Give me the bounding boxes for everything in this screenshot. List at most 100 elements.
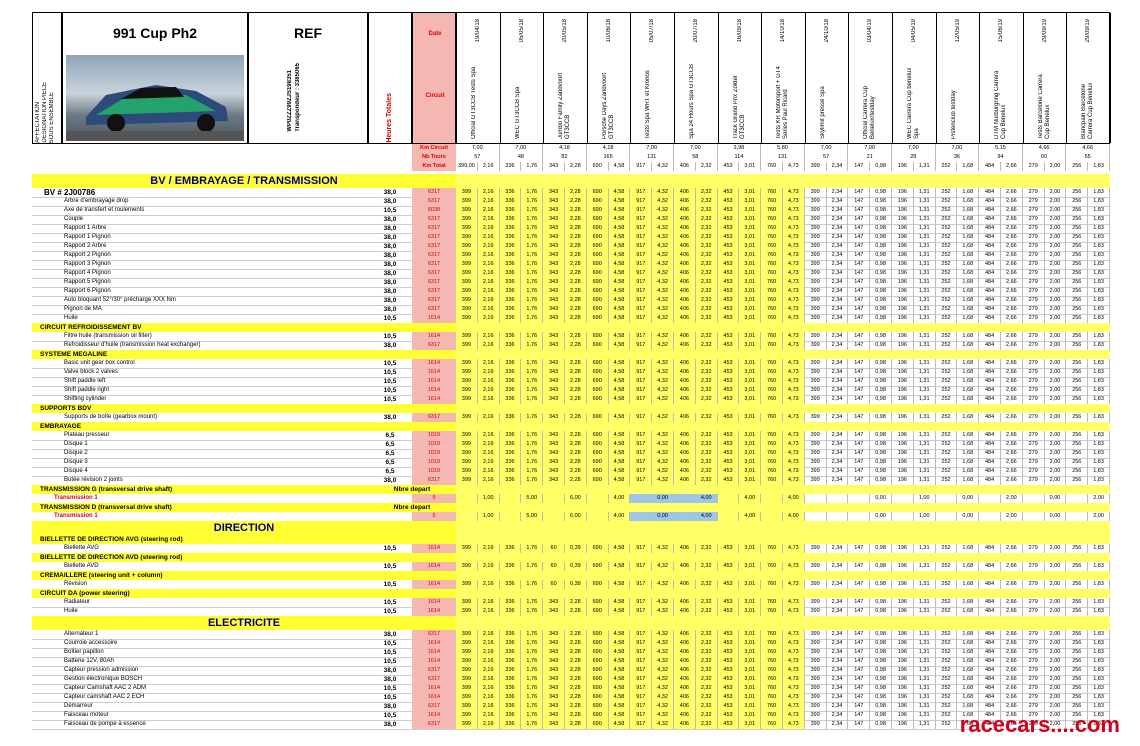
value-cell: 399: [805, 162, 827, 171]
value-cell: 406: [674, 544, 696, 553]
event-date: 15/06/19: [998, 19, 1005, 43]
value-cell: 484: [979, 440, 1001, 449]
value-cell: 1,68: [957, 607, 980, 616]
value-cell: 196: [892, 395, 914, 404]
value-cell: 196: [892, 562, 914, 571]
value-cell: 1,83: [1088, 162, 1110, 171]
value-cell: 343: [543, 341, 565, 350]
value-cell: 4,58: [608, 544, 631, 553]
value-cell: 4,58: [608, 711, 631, 720]
value-cell: 917: [630, 630, 653, 639]
hours-value: 38,0: [383, 243, 397, 250]
value-cell: 484: [979, 458, 1001, 467]
value-cell: 760: [761, 251, 783, 260]
value-cell: [674, 512, 696, 521]
value-cell: 336: [499, 675, 522, 684]
value-cell: 2,28: [565, 702, 587, 711]
value-cell: 343: [543, 607, 565, 616]
value-cell: 279: [1023, 188, 1045, 197]
hours-value: 38,0: [383, 270, 397, 277]
table-row: Filtre huile (transmission oil filter)10…: [32, 332, 1110, 342]
value-cell: 399: [456, 607, 478, 616]
value-cell: 336: [499, 598, 522, 607]
value-cell: 343: [543, 287, 565, 296]
value-cell: [543, 494, 565, 503]
value-cell: 252: [936, 666, 958, 675]
value-cell: 484: [979, 431, 1001, 440]
section-title: DIRECTION: [32, 521, 456, 535]
value-cell: 3,01: [739, 413, 762, 422]
value-cell: 917: [630, 206, 653, 215]
value-cell: 343: [543, 242, 565, 251]
value-cell: 343: [543, 314, 565, 323]
value-cell: 2,28: [565, 467, 587, 476]
value-cell: 4,32: [652, 657, 674, 666]
value-cell: 406: [674, 206, 696, 215]
value-cell: 917: [630, 395, 653, 404]
value-cell: 2,28: [565, 269, 587, 278]
value-cell: 760: [761, 368, 783, 377]
value-cell: 196: [892, 666, 914, 675]
value-cell: 2,66: [1001, 332, 1023, 341]
value-cell: 1,76: [521, 251, 544, 260]
value-cell: [892, 494, 914, 503]
value-cell: 1,31: [914, 242, 936, 251]
value-cell: 2,66: [1001, 188, 1023, 197]
transponder: Transpondeur : 3385065: [295, 63, 301, 132]
hours-header: Heures Totales: [368, 12, 412, 144]
value-cell: 399: [456, 197, 478, 206]
value-cell: 4,58: [608, 341, 631, 350]
value-cell: 399: [805, 562, 827, 571]
value-cell: 343: [543, 332, 565, 341]
value-cell: 1,31: [914, 630, 936, 639]
value-cell: 252: [936, 188, 958, 197]
value-cell: 1,76: [521, 657, 544, 666]
value-cell: 252: [936, 296, 958, 305]
value-cell: 2,32: [695, 607, 718, 616]
value-cell: 2,34: [827, 630, 849, 639]
value-cell: 2,34: [827, 458, 849, 467]
value-cell: 252: [936, 562, 958, 571]
value-cell: 399: [805, 377, 827, 386]
value-cell: 4,58: [608, 675, 631, 684]
value-cell: 2,00: [1045, 598, 1067, 607]
title-block: 991 Cup Ph2: [62, 12, 248, 144]
value-cell: 2,00: [1045, 188, 1067, 197]
event-circuit: Tests Spa WRT et Kronos: [645, 70, 652, 139]
value-cell: 760: [761, 630, 783, 639]
value-cell: 1,76: [521, 395, 544, 404]
part-label: Rapport 5 Pignon: [64, 279, 111, 285]
value-cell: 196: [892, 251, 914, 260]
value-cell: 2,34: [827, 305, 849, 314]
value-cell: 252: [936, 233, 958, 242]
value-cell: 2,66: [1001, 693, 1023, 702]
ref-hours-value: 1614: [412, 648, 456, 657]
value-cell: 453: [717, 684, 740, 693]
value-cell: 1,83: [1088, 630, 1110, 639]
part-label: Shift paddle right: [64, 387, 110, 393]
value-cell: 3,01: [739, 188, 762, 197]
value-cell: 760: [761, 269, 783, 278]
value-cell: 1,31: [914, 639, 936, 648]
value-cell: 2,32: [695, 296, 718, 305]
value-cell: 1,76: [521, 287, 544, 296]
value-cell: 399: [456, 269, 478, 278]
value-cell: 252: [936, 341, 958, 350]
value-cell: 2,28: [565, 630, 587, 639]
value-cell: 2,00: [1045, 607, 1067, 616]
value-cell: 252: [936, 224, 958, 233]
value-cell: 336: [499, 476, 522, 485]
part-label: Basic unit gear box control: [64, 360, 135, 366]
value-cell: 690: [586, 431, 609, 440]
value-cell: 690: [586, 296, 609, 305]
value-cell: 690: [586, 197, 609, 206]
value-cell: 343: [543, 431, 565, 440]
value-cell: 2,32: [695, 305, 718, 314]
value-cell: 2,16: [477, 206, 500, 215]
value-cell: 279: [1023, 580, 1045, 589]
value-cell: 279: [1023, 476, 1045, 485]
